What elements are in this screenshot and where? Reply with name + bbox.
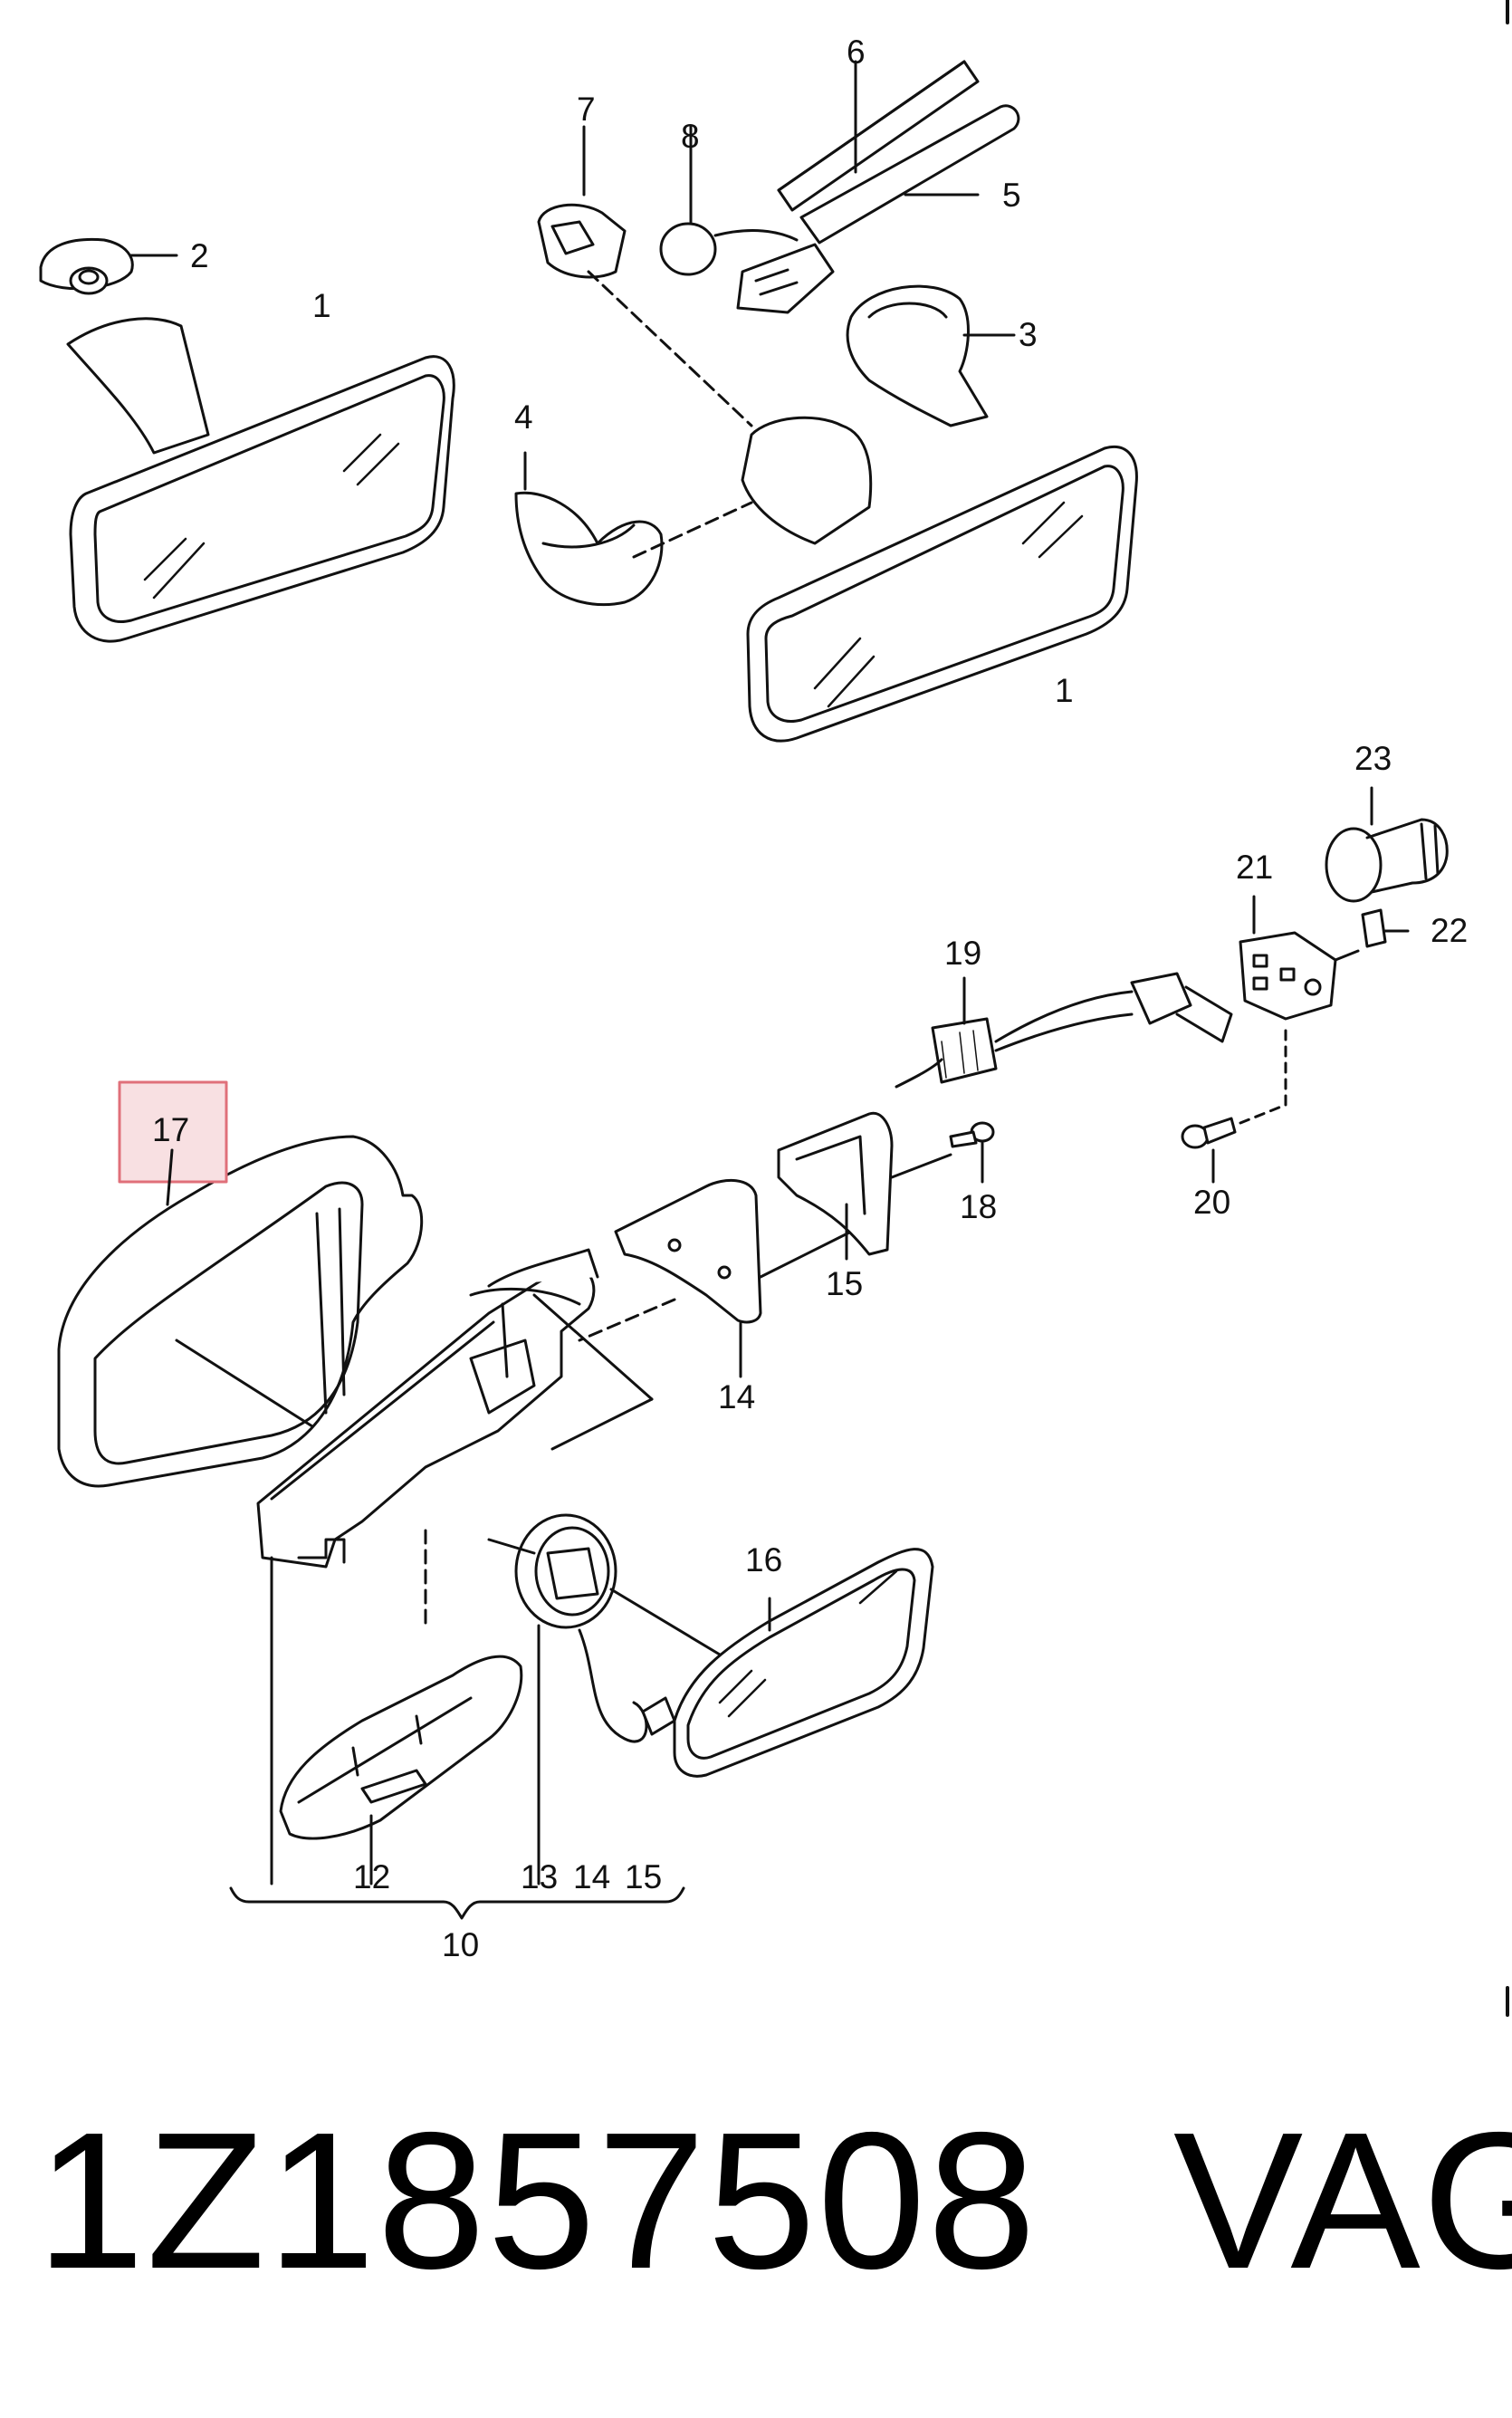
label-2: 2 — [190, 237, 209, 274]
part-18-screw — [949, 1121, 995, 1184]
part-12-lower-cover — [279, 1655, 523, 1885]
mirror-cap-17 — [57, 1135, 424, 1488]
label-21: 21 — [1236, 849, 1273, 886]
part-number: 1Z1857508 — [36, 2091, 1038, 2309]
part-15-bracket — [777, 1111, 952, 1261]
label-1-right: 1 — [1055, 672, 1074, 709]
label-23: 23 — [1354, 740, 1392, 777]
label-15: 15 — [826, 1265, 863, 1302]
label-22: 22 — [1431, 912, 1468, 949]
part-4-shell — [514, 451, 753, 607]
label-14-bottom: 14 — [573, 1858, 610, 1895]
label-6: 6 — [847, 34, 866, 71]
label-14: 14 — [718, 1378, 755, 1415]
part-22-clip — [1361, 908, 1410, 948]
part-14-plate — [578, 1178, 853, 1378]
part-20-bolt — [1181, 1022, 1287, 1184]
label-3: 3 — [1019, 316, 1038, 353]
label-8: 8 — [681, 118, 700, 155]
label-4: 4 — [514, 398, 533, 436]
interior-mirror-left — [66, 317, 455, 643]
label-20: 20 — [1193, 1184, 1230, 1221]
interior-mirror-right — [741, 416, 1138, 743]
brand-name: VAG — [1172, 2091, 1512, 2309]
label-7: 7 — [577, 91, 596, 128]
part-3-cover — [846, 284, 1016, 427]
part-23-bulb-holder — [1325, 786, 1449, 903]
label-1-top-left: 1 — [312, 287, 331, 324]
label-10: 10 — [442, 1926, 479, 1963]
label-17: 17 — [152, 1111, 189, 1148]
label-18: 18 — [960, 1188, 997, 1225]
label-16: 16 — [745, 1541, 782, 1578]
mirror-mount-2 — [39, 237, 178, 295]
part-19-cable — [895, 972, 1233, 1089]
group-brace-10 — [229, 1886, 685, 1920]
part-13-motor — [487, 1513, 726, 1885]
label-15-bottom: 15 — [625, 1858, 662, 1895]
label-5: 5 — [1002, 177, 1021, 214]
part-caption: 1Z1857508 VAG — [36, 2091, 1512, 2309]
parts-5-6-strips — [777, 60, 1020, 245]
label-19: 19 — [944, 935, 981, 972]
highlight-box-17 — [118, 1080, 228, 1206]
label-12: 12 — [353, 1858, 390, 1895]
part-8-sensor — [659, 125, 835, 314]
mirror-frame-10 — [256, 1248, 654, 1885]
part-7-clip — [537, 125, 753, 427]
label-13: 13 — [521, 1858, 558, 1895]
part-16-mirror-glass — [673, 1548, 934, 1778]
part-21-bracket — [1239, 895, 1360, 1021]
